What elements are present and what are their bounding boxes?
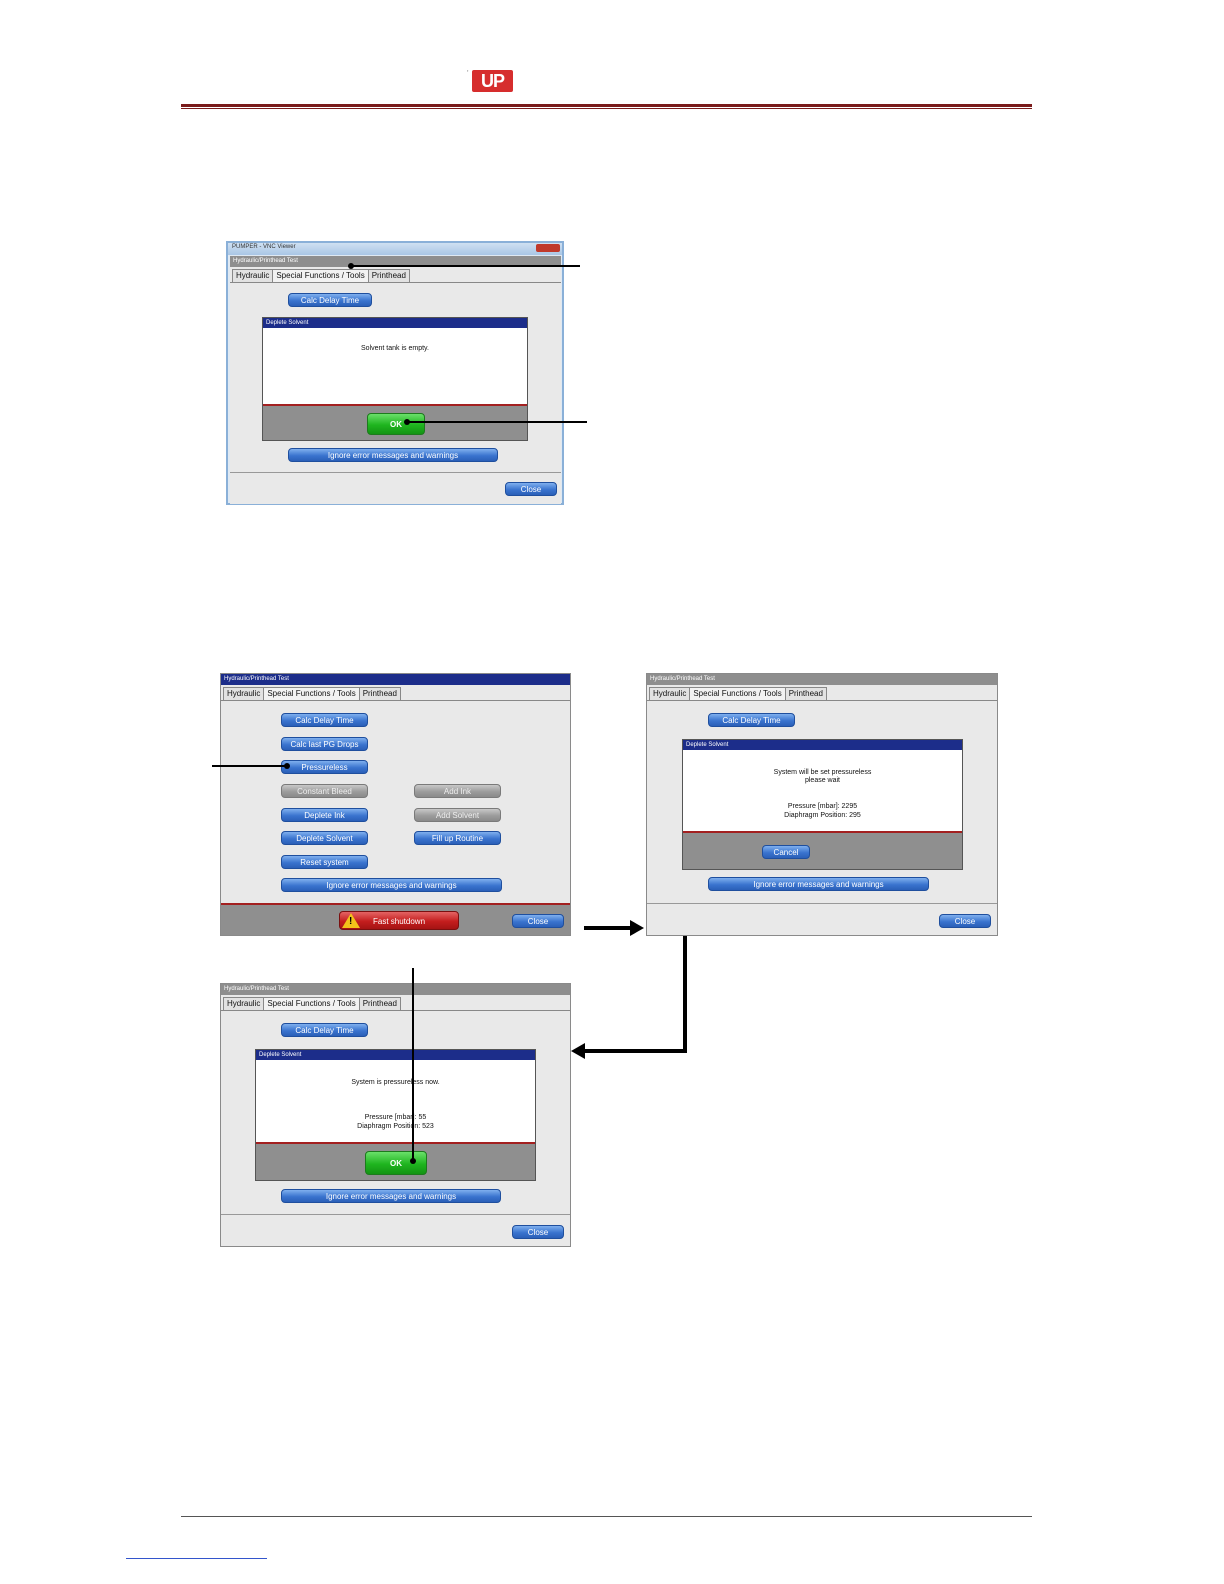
flow-arrow-line-1 bbox=[584, 926, 630, 930]
tab-special-functions[interactable]: Special Functions / Tools bbox=[689, 687, 786, 700]
tab-divider bbox=[221, 1010, 570, 1011]
constant-bleed-button[interactable]: Constant Bleed bbox=[281, 784, 368, 798]
tab-bar: Hydraulic Special Functions / Tools Prin… bbox=[232, 269, 410, 282]
tab-bar: Hydraulic Special Functions / Tools Prin… bbox=[649, 687, 827, 700]
dialog-message-line1: System will be set pressureless bbox=[773, 769, 872, 776]
header-rule bbox=[181, 104, 1032, 107]
dialog-message: Solvent tank is empty. bbox=[361, 345, 429, 352]
callout-dot-pressureless bbox=[284, 763, 290, 769]
window-title: Hydraulic/Printhead Test bbox=[221, 984, 570, 995]
pressureless-button[interactable]: Pressureless bbox=[281, 760, 368, 774]
add-solvent-button[interactable]: Add Solvent bbox=[414, 808, 501, 822]
ignore-errors-button[interactable]: Ignore error messages and warnings bbox=[281, 1189, 501, 1203]
fill-up-routine-button[interactable]: Fill up Routine bbox=[414, 831, 501, 845]
tab-printhead[interactable]: Printhead bbox=[367, 269, 410, 282]
close-button[interactable]: Close bbox=[505, 482, 557, 496]
tab-printhead[interactable]: Printhead bbox=[358, 687, 401, 700]
header-rule-thin bbox=[181, 108, 1032, 109]
tab-printhead[interactable]: Printhead bbox=[784, 687, 827, 700]
tab-special-functions[interactable]: Special Functions / Tools bbox=[272, 269, 369, 282]
callout-line-ok bbox=[407, 421, 587, 423]
tab-bar: Hydraulic Special Functions / Tools Prin… bbox=[223, 997, 401, 1010]
tab-divider bbox=[221, 700, 570, 701]
deplete-solvent-dialog-done: Deplete Solvent System is pressureless n… bbox=[255, 1049, 536, 1181]
dialog-message-line2: please wait bbox=[804, 777, 841, 784]
callout-line-ok-vertical bbox=[412, 968, 414, 1161]
calc-pg-drops-button[interactable]: Calc last PG Drops bbox=[281, 737, 368, 751]
ok-button[interactable]: OK bbox=[367, 413, 425, 435]
calc-delay-button[interactable]: Calc Delay Time bbox=[288, 293, 372, 307]
footer-rule bbox=[181, 1516, 1032, 1517]
callout-dot-ok-fig4 bbox=[410, 1158, 416, 1164]
tab-printhead[interactable]: Printhead bbox=[358, 997, 401, 1010]
footer-link-underline[interactable] bbox=[126, 1558, 267, 1559]
dialog-title: Deplete Solvent bbox=[683, 740, 962, 750]
warning-icon bbox=[342, 913, 360, 928]
hydraulic-window-figure2: Hydraulic/Printhead Test Hydraulic Speci… bbox=[220, 673, 571, 936]
tab-divider bbox=[647, 700, 997, 701]
tab-hydraulic[interactable]: Hydraulic bbox=[232, 269, 274, 282]
calc-delay-button[interactable]: Calc Delay Time bbox=[281, 1023, 368, 1037]
ignore-errors-button[interactable]: Ignore error messages and warnings bbox=[288, 448, 498, 462]
deplete-ink-button[interactable]: Deplete Ink bbox=[281, 808, 368, 822]
tab-hydraulic[interactable]: Hydraulic bbox=[223, 687, 265, 700]
tab-divider bbox=[230, 282, 561, 283]
pressure-readout: Pressure [mbar]: 55 bbox=[364, 1114, 427, 1121]
ignore-errors-button[interactable]: Ignore error messages and warnings bbox=[281, 878, 502, 892]
callout-line-pressureless bbox=[212, 765, 287, 767]
tab-hydraulic[interactable]: Hydraulic bbox=[649, 687, 691, 700]
add-ink-button[interactable]: Add Ink bbox=[414, 784, 501, 798]
dialog-message: System is pressureless now. bbox=[351, 1079, 440, 1086]
close-button[interactable]: Close bbox=[512, 1225, 564, 1239]
flow-arrow-line-2h bbox=[585, 1049, 687, 1053]
warning-exclamation-icon: ! bbox=[349, 916, 353, 927]
tab-special-functions[interactable]: Special Functions / Tools bbox=[263, 997, 360, 1010]
dialog-footer bbox=[683, 831, 962, 869]
footer-divider bbox=[230, 472, 561, 473]
window-title: Hydraulic/Printhead Test bbox=[647, 674, 997, 685]
close-button[interactable]: Close bbox=[512, 914, 564, 928]
logo-mark: ' bbox=[467, 69, 469, 78]
footer-divider bbox=[647, 903, 997, 904]
calc-delay-button[interactable]: Calc Delay Time bbox=[708, 713, 795, 727]
vnc-title: PUMPER - VNC Viewer bbox=[232, 244, 296, 250]
tab-special-functions[interactable]: Special Functions / Tools bbox=[263, 687, 360, 700]
ignore-errors-button[interactable]: Ignore error messages and warnings bbox=[708, 877, 929, 891]
dialog-title: Deplete Solvent bbox=[256, 1050, 535, 1060]
reset-system-button[interactable]: Reset system bbox=[281, 855, 368, 869]
company-logo: UP bbox=[472, 70, 513, 92]
window-title: Hydraulic/Printhead Test bbox=[221, 674, 570, 685]
tab-hydraulic[interactable]: Hydraulic bbox=[223, 997, 265, 1010]
cancel-button[interactable]: Cancel bbox=[762, 845, 810, 859]
deplete-solvent-dialog-wait: Deplete Solvent System will be set press… bbox=[682, 739, 963, 870]
close-button[interactable]: Close bbox=[939, 914, 991, 928]
window-title: Hydraulic/Printhead Test bbox=[230, 256, 561, 267]
flow-arrow-line-2v bbox=[683, 936, 687, 1053]
flow-arrow-head-right bbox=[630, 920, 644, 936]
flow-arrow-head-left bbox=[571, 1043, 585, 1059]
deplete-solvent-button[interactable]: Deplete Solvent bbox=[281, 831, 368, 845]
pressure-readout: Pressure [mbar]: 2295 bbox=[787, 803, 858, 810]
window-controls-icon[interactable] bbox=[536, 244, 560, 252]
diaphragm-readout: Diaphragm Position: 295 bbox=[784, 812, 861, 819]
dialog-title: Deplete Solvent bbox=[263, 318, 527, 328]
fast-shutdown-button[interactable]: Fast shutdown bbox=[339, 911, 459, 930]
ok-button[interactable]: OK bbox=[365, 1151, 427, 1175]
footer-divider bbox=[221, 1214, 570, 1215]
vnc-title-bar: PUMPER - VNC Viewer bbox=[228, 243, 562, 255]
diaphragm-readout: Diaphragm Position: 523 bbox=[357, 1123, 434, 1130]
callout-line-tab bbox=[351, 265, 580, 267]
calc-delay-button[interactable]: Calc Delay Time bbox=[281, 713, 368, 727]
tab-bar: Hydraulic Special Functions / Tools Prin… bbox=[223, 687, 401, 700]
